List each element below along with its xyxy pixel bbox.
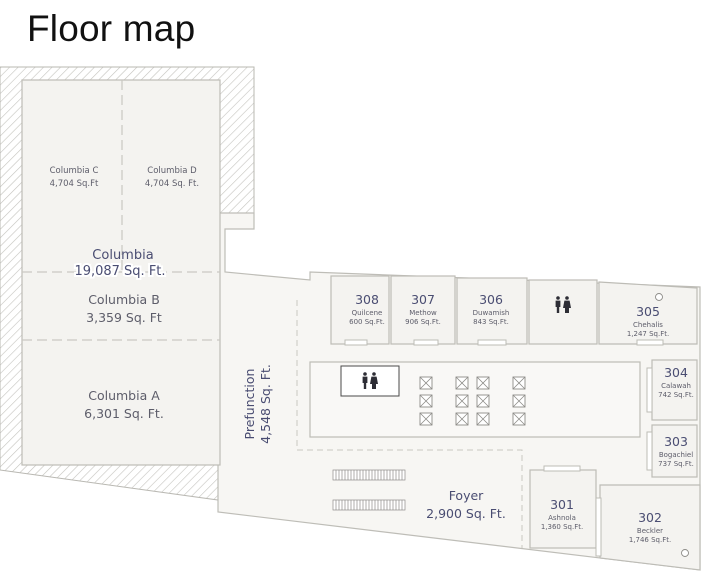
room-306-name: Duwamish (473, 309, 510, 317)
columbia-area: 19,087 Sq. Ft. (74, 264, 165, 279)
columbia-b-name: Columbia B (88, 292, 160, 307)
room-305-name: Chehalis (633, 321, 663, 329)
room-307-number: 307 (411, 292, 435, 307)
room-306-number: 306 (479, 292, 503, 307)
room-302-number: 302 (638, 510, 662, 525)
foyer-area: 2,900 Sq. Ft. (426, 506, 506, 521)
room-307[interactable] (390, 275, 456, 345)
room-305-number: 305 (636, 304, 660, 319)
room-303[interactable] (651, 424, 698, 478)
restroom-core (340, 365, 400, 397)
room-305[interactable] (598, 281, 698, 345)
room-303-name: Bogachiel (659, 451, 693, 459)
prefunction-area: 4,548 Sq. Ft. (258, 364, 273, 444)
columbia-name: Columbia (92, 248, 153, 263)
room-303-area: 737 Sq.Ft. (658, 460, 694, 468)
room-304-number: 304 (664, 365, 688, 380)
room-302-name: Beckler (637, 527, 663, 535)
room-305-area: 1,247 Sq.Ft. (627, 330, 669, 338)
restroom-top (528, 279, 598, 345)
stairs-icon (332, 469, 406, 511)
columbia-a-area: 6,301 Sq. Ft. (84, 406, 164, 421)
columbia-c-name: Columbia C (50, 166, 99, 176)
room-302-area: 1,746 Sq.Ft. (629, 536, 671, 544)
room-304[interactable] (651, 359, 698, 421)
room-304-name: Calawah (661, 382, 691, 390)
room-303-number: 303 (664, 434, 688, 449)
room-308-number: 308 (355, 292, 379, 307)
room-304-area: 742 Sq.Ft. (658, 391, 694, 399)
room-308-name: Quilcene (352, 309, 383, 317)
columbia-b-area: 3,359 Sq. Ft (86, 310, 162, 325)
room-307-name: Methow (409, 309, 437, 317)
room-308-area: 600 Sq.Ft. (349, 318, 385, 326)
room-307-area: 906 Sq.Ft. (405, 318, 441, 326)
room-301-number: 301 (550, 497, 574, 512)
room-301-area: 1,360 Sq.Ft. (541, 523, 583, 531)
columbia-a-name: Columbia A (88, 388, 160, 403)
prefunction-name: Prefunction (242, 369, 257, 440)
room-301-name: Ashnola (548, 514, 576, 522)
columbia-d-name: Columbia D (147, 166, 197, 176)
room-306-area: 843 Sq.Ft. (473, 318, 509, 326)
room-308[interactable] (330, 275, 390, 345)
columbia-c-area: 4,704 Sq.Ft (50, 179, 99, 189)
page-title: Floor map (27, 8, 196, 49)
columbia-d-area: 4,704 Sq. Ft. (145, 179, 199, 189)
room-306[interactable] (456, 277, 528, 345)
foyer-name: Foyer (449, 488, 484, 503)
